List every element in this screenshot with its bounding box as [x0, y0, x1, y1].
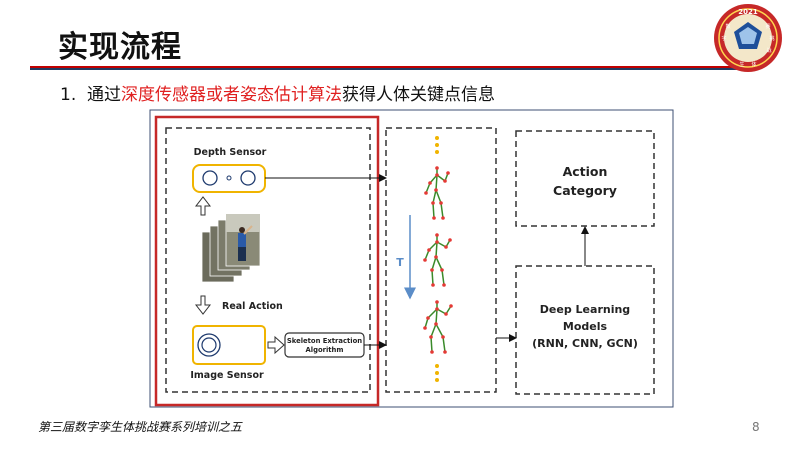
- highlight-frame: [154, 115, 380, 407]
- logo-char: 赛: [765, 23, 770, 30]
- real-action-label: Real Action: [222, 301, 283, 312]
- logo-char: 挑: [769, 35, 774, 42]
- page-number: 8: [752, 420, 760, 434]
- skeleton-extraction-label: Skeleton Extraction: [287, 337, 362, 345]
- deep-learning-label-line2: Models: [563, 320, 608, 333]
- image-sensor-device-icon: [192, 325, 266, 365]
- real-action-photos: [201, 213, 261, 283]
- deep-learning-label-line3: (RNN, CNN, GCN): [532, 337, 638, 350]
- sequence-ellipsis-bottom: [435, 364, 439, 382]
- image-sensor-label: Image Sensor: [190, 370, 264, 381]
- skeleton-sequence-panel: [385, 127, 497, 393]
- title-underline-red: [30, 66, 752, 68]
- action-category-label-line1: Action: [563, 164, 608, 179]
- down-arrow-icon: [194, 295, 212, 315]
- logo-char: 生: [739, 61, 744, 68]
- logo-char: 字: [721, 35, 726, 42]
- slide-title: 实现流程: [58, 30, 182, 65]
- depth-sensor-label: Depth Sensor: [194, 147, 267, 158]
- sequence-ellipsis-top: [435, 136, 439, 154]
- time-label: T: [396, 256, 404, 269]
- bullet-prefix: 通过: [87, 85, 122, 105]
- sensor-panel: [165, 127, 371, 393]
- right-arrow-icon: [267, 335, 285, 355]
- bullet-point: 1. 通过深度传感器或者姿态估计算法获得人体关键点信息: [60, 80, 495, 105]
- logo-year: 2021: [738, 8, 758, 16]
- bullet-highlight: 深度传感器或者姿态估计算法: [121, 85, 343, 105]
- deep-learning-label-line1: Deep Learning: [540, 303, 630, 316]
- skeleton-joints-3: [423, 300, 453, 354]
- skeleton-joints-1: [424, 166, 450, 220]
- deep-learning-box: [515, 265, 655, 395]
- skeleton-joints-2: [423, 233, 452, 287]
- logo-char: 战: [766, 47, 771, 54]
- up-arrow-icon: [194, 196, 212, 216]
- footer-text: 第三届数字孪生体挑战赛系列培训之五: [38, 420, 243, 434]
- logo-char: 体: [751, 61, 756, 68]
- bullet-number: 1.: [60, 85, 77, 105]
- action-category-label-line2: Category: [553, 183, 617, 198]
- title-underline-blue: [30, 68, 752, 70]
- skeleton-algorithm-label: Algorithm: [306, 346, 344, 354]
- bullet-suffix: 获得人体关键点信息: [342, 85, 496, 105]
- depth-sensor-device-icon: [192, 164, 266, 193]
- logo-char: 数: [725, 23, 730, 30]
- competition-logo-icon: 2021 赛 挑 战 数 字 生 体: [714, 4, 782, 72]
